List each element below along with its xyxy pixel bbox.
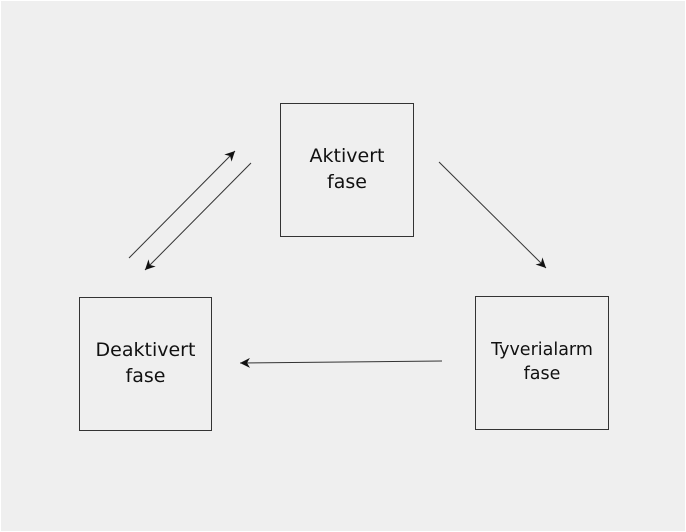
transition-arrow-tyveri-to-deaktivert [239,357,443,368]
transition-arrow-aktivert-to-deaktivert [144,162,252,271]
state-label-line1: Aktivert [309,145,385,168]
state-label-line2: fase [523,364,561,384]
state-tyverialarm-fase: Tyverialarm fase [475,296,609,430]
state-label-line1: Deaktivert [95,339,196,362]
state-label-line2: fase [327,171,367,193]
state-aktivert-fase: Aktivert fase [280,103,414,237]
state-deaktivert-fase: Deaktivert fase [79,297,212,431]
transition-arrow-deaktivert-to-aktivert [128,150,236,259]
transition-arrow-aktivert-to-tyveri [438,161,547,269]
state-label-line1: Tyverialarm [491,340,593,361]
state-label-line2: fase [125,365,166,387]
